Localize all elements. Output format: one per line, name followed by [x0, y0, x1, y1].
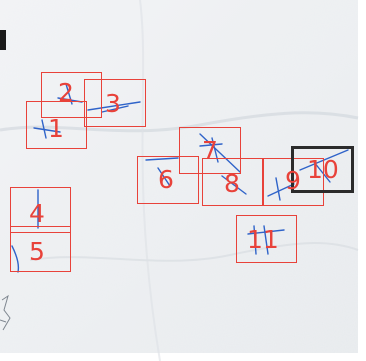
region-label-10: 10: [307, 157, 339, 182]
region-label-5: 5: [29, 239, 45, 264]
region-label-1: 1: [48, 116, 64, 141]
region-label-11: 11: [247, 227, 279, 252]
region-label-9: 9: [285, 168, 301, 193]
scan-edge-tab: [0, 30, 6, 50]
region-label-6: 6: [158, 167, 174, 192]
region-label-3: 3: [105, 91, 121, 116]
region-label-2: 2: [58, 80, 74, 105]
region-label-4: 4: [29, 201, 45, 226]
region-label-7: 7: [202, 138, 218, 163]
region-label-8: 8: [224, 171, 240, 196]
